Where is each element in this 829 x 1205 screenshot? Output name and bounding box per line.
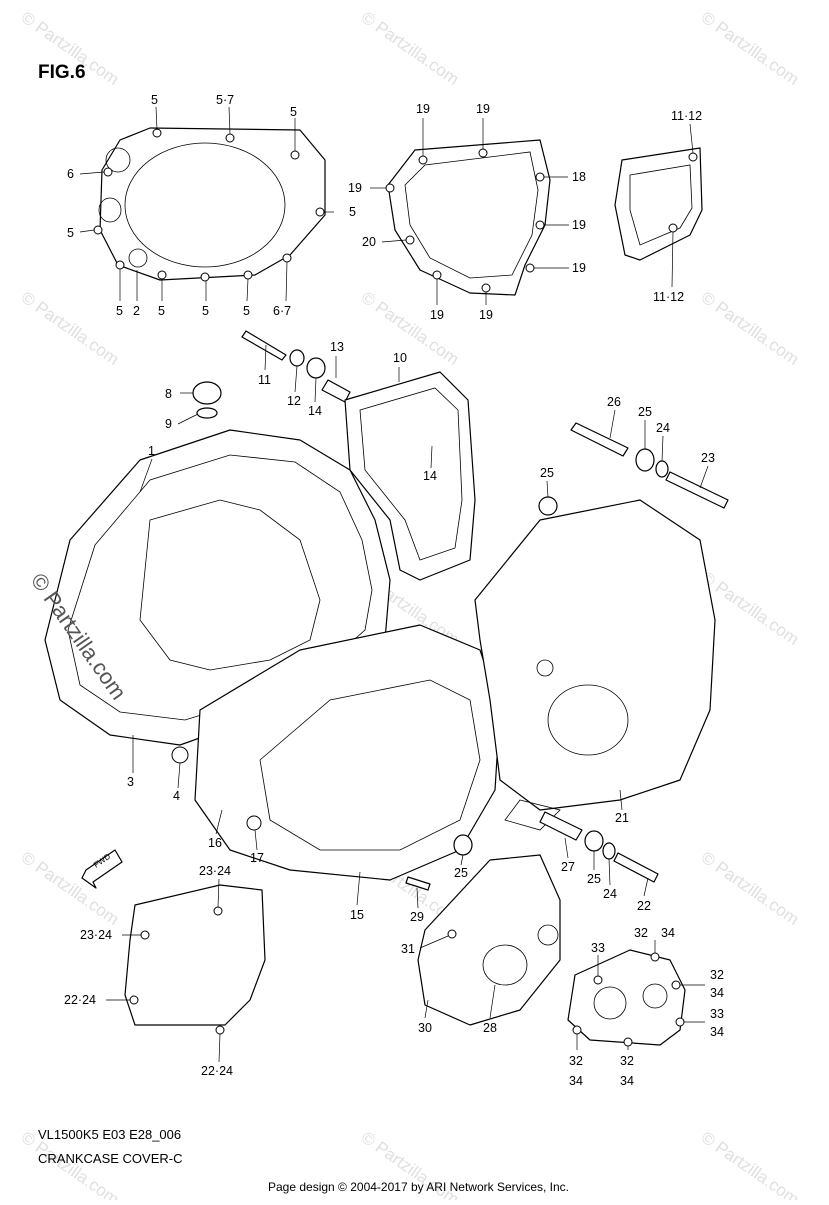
fwd-arrow-icon: FWD — [81, 849, 123, 889]
callout-label: 5 — [349, 205, 356, 219]
watermark-text: © Partzilla.com — [358, 8, 463, 89]
callout-label: 34 — [569, 1074, 583, 1088]
callout-label: 25 — [587, 872, 601, 886]
callout-label: 6 — [67, 167, 74, 181]
center-cover-drawing — [194, 624, 501, 881]
callout-label: 5 — [202, 304, 209, 318]
callout-label: 5 — [151, 93, 158, 107]
callout-label: 33 — [710, 1007, 724, 1021]
callout-label: 24 — [656, 421, 670, 435]
callout-label: 14 — [423, 469, 437, 483]
callout-label: 1 — [148, 444, 155, 458]
callout-label: 24 — [603, 887, 617, 901]
model-code: VL1500K5 E03 E28_006 — [38, 1127, 181, 1142]
callout-label: 11 — [258, 373, 271, 387]
watermark-text: © Partzilla.com — [358, 288, 463, 369]
callout-label: 19 — [348, 181, 362, 195]
bracket-drawing — [344, 371, 476, 581]
callout-label: 22·24 — [64, 993, 96, 1007]
callout-label: 34 — [710, 986, 724, 1000]
callout-label: 5 — [158, 304, 165, 318]
callout-label: 5 — [116, 304, 123, 318]
pump-housing-drawing — [417, 854, 561, 1026]
callout-label: 5·7 — [216, 93, 234, 107]
callout-label: 23·24 — [199, 864, 231, 878]
pin-set-drawing — [405, 422, 729, 891]
callout-label: 23·24 — [80, 928, 112, 942]
leader-lines — [79, 106, 709, 1063]
callout-label: 14 — [308, 404, 322, 418]
callout-label: 19 — [572, 261, 586, 275]
callout-label: 32 — [710, 968, 724, 982]
callout-label: 25 — [540, 466, 554, 480]
callout-label: 19 — [572, 218, 586, 232]
callout-label: 25 — [454, 866, 468, 880]
callout-label: 34 — [710, 1025, 724, 1039]
callout-label: 32 — [569, 1054, 583, 1068]
water-pump-plate-drawing — [567, 949, 686, 1047]
callout-labels: 5 5·7 5 6 5 5 5 2 5 5 5 6·7 19 19 19 18 … — [64, 93, 724, 1088]
callout-label: 20 — [362, 235, 376, 249]
callout-label: 22·24 — [201, 1064, 233, 1078]
callout-label: 4 — [173, 789, 180, 803]
callout-label: 26 — [607, 395, 621, 409]
callout-label: 13 — [330, 340, 344, 354]
callout-label: 28 — [483, 1021, 497, 1035]
callout-label: 29 — [410, 910, 424, 924]
lower-cover-drawing — [124, 884, 266, 1035]
watermark-text: © Partzilla.com — [698, 848, 803, 929]
callout-label: 9 — [165, 417, 172, 431]
callout-label: 5 — [67, 226, 74, 240]
watermark-text: © Partzilla.com — [698, 8, 803, 89]
watermark-text: © Partzilla.com — [18, 288, 123, 369]
figure-title: FIG.6 — [38, 62, 86, 83]
callout-label: 19 — [476, 102, 490, 116]
callout-label: 3 — [127, 775, 134, 789]
callout-label: 5 — [290, 105, 297, 119]
section-name: CRANKCASE COVER-C — [38, 1151, 182, 1166]
clutch-cover-drawing — [93, 127, 326, 282]
small-plate-drawing — [614, 147, 703, 261]
callout-label: 6·7 — [273, 304, 291, 318]
callout-label: 8 — [165, 387, 172, 401]
callout-label: 19 — [479, 308, 493, 322]
callout-label: 19 — [416, 102, 430, 116]
sprocket-cover-drawing — [385, 139, 551, 296]
callout-label: 16 — [208, 836, 222, 850]
callout-label: 10 — [393, 351, 407, 365]
callout-label: 21 — [615, 811, 629, 825]
callout-label: 30 — [418, 1021, 432, 1035]
callout-label: 5 — [243, 304, 250, 318]
callout-label: 11·12 — [653, 290, 684, 304]
callout-label: 12 — [287, 394, 301, 408]
callout-label: 27 — [561, 860, 575, 874]
callout-label: 32 — [634, 926, 648, 940]
callout-label: 17 — [250, 851, 264, 865]
callout-label: 23 — [701, 451, 715, 465]
watermark-text: © Partzilla.com — [698, 288, 803, 369]
callout-label: 25 — [638, 405, 652, 419]
callout-label: 2 — [133, 304, 140, 318]
callout-label: 11·12 — [671, 109, 702, 123]
callout-label: 15 — [350, 908, 364, 922]
callout-label: 34 — [661, 926, 675, 940]
watermark-text: © Partzilla.com — [698, 1128, 803, 1200]
callout-label: 18 — [572, 170, 586, 184]
page-footer: Page design © 2004-2017 by ARI Network S… — [268, 1180, 569, 1194]
callout-label: 34 — [620, 1074, 634, 1088]
right-cover-drawing — [474, 499, 716, 831]
callout-label: 22 — [637, 899, 651, 913]
callout-label: 32 — [620, 1054, 634, 1068]
callout-label: 19 — [430, 308, 444, 322]
callout-label: 33 — [591, 941, 605, 955]
callout-label: 31 — [401, 942, 415, 956]
